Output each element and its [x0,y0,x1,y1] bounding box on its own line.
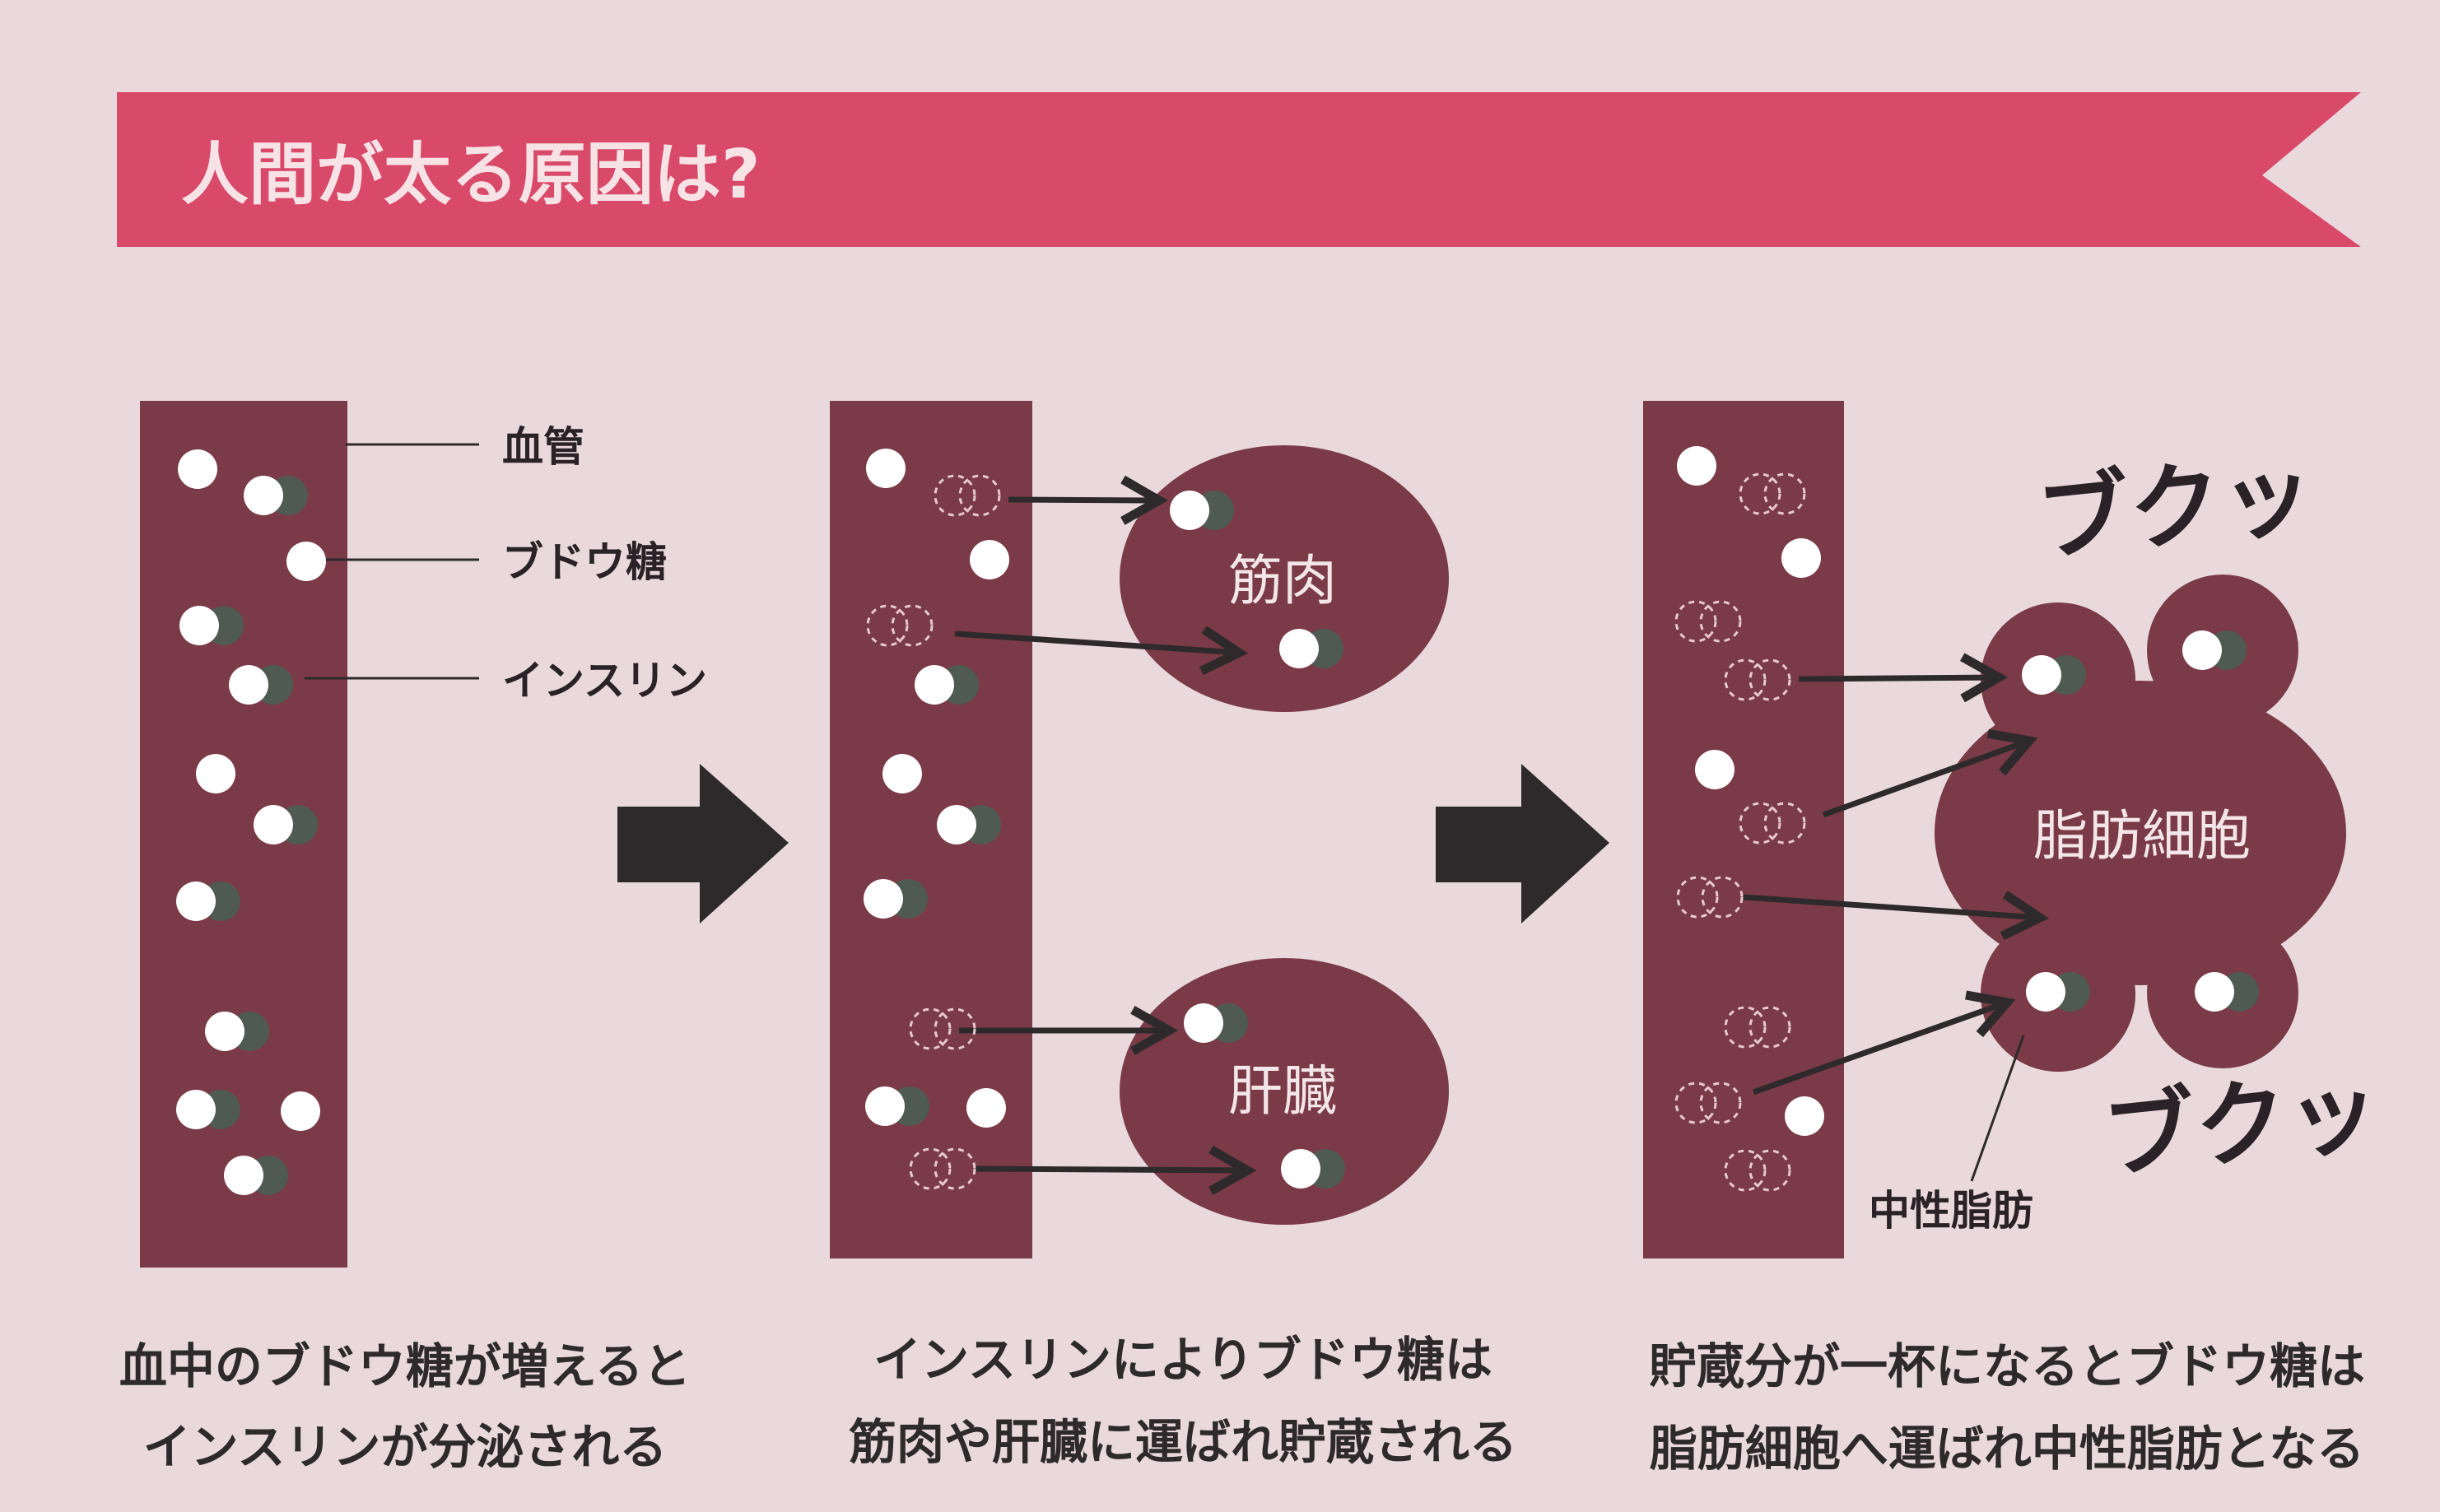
empty-insulin-slot [934,1007,976,1050]
empty-glucose-slot [1739,472,1781,515]
sound-effect-bottom: ブクッ [2098,1057,2385,1192]
vessel-label: 血管 [502,423,584,471]
muscle-label: 筋肉 [1228,549,1337,612]
glucose-molecule [176,882,216,921]
empty-insulin-slot [1749,658,1791,701]
molecules-layer [176,446,2259,1195]
glucose-molecule [286,542,326,581]
empty-glucose-slot [1724,658,1767,701]
glucose-molecule [2182,630,2222,670]
page-title: 人間が太る原因は? [181,136,761,214]
empty-glucose-slot [866,604,909,647]
glucose-molecule [224,1156,263,1195]
glucose-molecule [1677,446,1716,486]
empty-glucose-slot [1676,876,1719,919]
empty-insulin-slot [1699,1082,1742,1124]
empty-insulin-slot [1763,472,1806,515]
empty-glucose-slot [1674,1082,1717,1124]
transition-arrow-1 [617,764,789,923]
glucose-molecule [196,754,235,793]
transport-arrows [954,475,2050,1195]
glucose-molecule [254,805,293,844]
glucose-molecule [178,449,217,489]
empty-insulin-slot [1749,1149,1791,1192]
empty-glucose-slot [909,1147,952,1190]
glucose-molecule [1781,538,1821,578]
glucose-molecule [2022,655,2061,695]
glucose-molecule [1281,1149,1320,1189]
glucose-molecule [2026,972,2065,1012]
empty-glucose-slot [1724,1149,1767,1192]
blood-vessel-1 [140,401,347,1268]
transition-arrow-2 [1436,764,1609,923]
blood-vessel-2 [830,401,1032,1258]
fat-cell-label: 脂肪細胞 [2033,804,2251,868]
empty-insulin-slot [1701,876,1744,919]
title-banner [117,92,2361,247]
glucose-molecule [229,665,268,705]
neutral-fat-label: 中性脂肪 [1869,1187,2033,1235]
empty-glucose-slot [1724,1006,1767,1049]
glucose-molecule [1695,750,1735,789]
insulin-label: インスリン [502,657,707,705]
empty-insulin-slot [1749,1006,1791,1049]
empty-insulin-slot [1763,802,1806,844]
empty-glucose-slot [934,474,976,517]
glucose-molecule [866,449,906,488]
empty-glucose-slot [1739,802,1781,844]
glucose-molecule [970,540,1009,579]
empty-insulin-slot [958,474,1001,517]
caption-1-line-1: 血中のブドウ糖が増えると [119,1338,691,1394]
glucose-molecule [1170,491,1209,530]
glucose-molecule [1785,1096,1824,1136]
glucose-molecule [882,754,922,793]
liver-label: 肝臓 [1228,1059,1337,1123]
glucose-molecule [205,1012,244,1051]
glucose-molecule [915,665,954,705]
glucose-molecule [865,1086,905,1126]
neutral-fat-leader-line [1970,1035,2025,1182]
glucose-label: ブドウ糖 [502,538,667,586]
glucose-molecule [179,606,219,645]
glucose-molecule [244,476,283,515]
sound-effect-top: ブクッ [2033,440,2319,575]
glucose-molecule [966,1088,1006,1128]
glucose-molecule [176,1090,216,1129]
glucose-molecule [281,1091,320,1131]
glucose-molecule [937,805,976,844]
glucose-molecule [864,879,903,919]
caption-1-line-2: インスリンが分泌される [143,1419,668,1475]
glucose-molecule [1184,1003,1223,1043]
caption-3-line-2: 脂肪細胞へ運ばれ中性脂肪となる [1650,1421,2364,1477]
glucose-molecule [2195,972,2234,1012]
empty-insulin-slot [934,1147,976,1190]
empty-glucose-slot [909,1007,952,1050]
caption-3-line-1: 貯蔵分が一杯になるとブドウ糖は [1649,1338,2365,1394]
empty-insulin-slot [891,604,934,647]
caption-2-line-2: 筋肉や肝臓に運ばれ貯蔵される [849,1414,1517,1470]
glucose-molecule [1279,629,1319,668]
empty-glucose-slot [1674,600,1717,643]
caption-2-line-1: インスリンによりブドウ糖は [873,1332,1492,1388]
empty-insulin-slot [1699,600,1742,643]
